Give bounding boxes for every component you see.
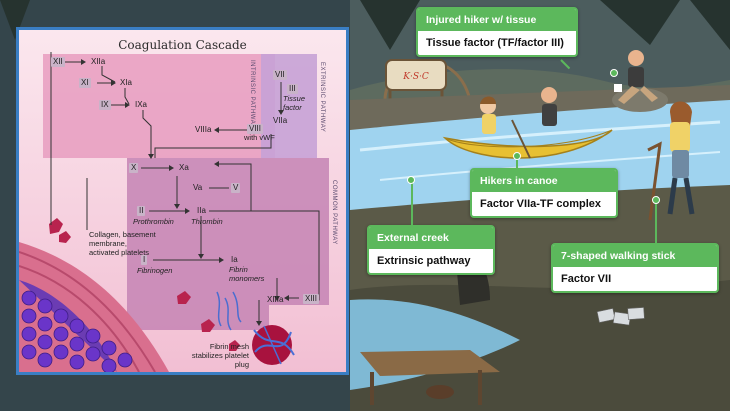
marker-pin[interactable] (513, 152, 521, 160)
fibrin-monomers-label: Fibrin monomers (229, 265, 265, 283)
factor-viii: VIII (247, 124, 264, 134)
beaver (426, 385, 454, 399)
factor-x: X (129, 163, 139, 173)
marker-pin[interactable] (652, 196, 660, 204)
callout-title: Injured hiker w/ tissue (418, 9, 576, 31)
tissue-factor-label: Tissue factor (283, 94, 306, 112)
leader-line (516, 152, 518, 168)
platelets (49, 218, 240, 351)
marker-pin[interactable] (610, 69, 618, 77)
factor-viia: VIIa (273, 116, 288, 125)
injured-hiker (612, 50, 668, 112)
coagulation-cascade-panel: Coagulation Cascade INTRINSIC PATHWAY EX… (16, 27, 349, 375)
factor-iia: IIa (197, 206, 206, 215)
endothelial-cells (21, 290, 133, 372)
factor-vii: VII (273, 70, 287, 80)
diagram-title: Coagulation Cascade (118, 38, 247, 52)
callout-walking-stick[interactable]: 7-shaped walking stick Factor VII (551, 243, 719, 293)
callout-title: External creek (369, 227, 493, 249)
callout-text: Factor VIIa-TF complex (480, 198, 602, 210)
factor-ia: Ia (231, 255, 238, 264)
cascade-arrows (50, 52, 320, 325)
callout-hikers-canoe[interactable]: Hikers in canoe Factor VIIa-TF complex (470, 168, 618, 218)
factor-iii: III (287, 84, 298, 94)
cards (596, 307, 645, 326)
callout-injured-hiker[interactable]: Injured hiker w/ tissue Tissue factor (T… (416, 7, 578, 57)
svg-text:K·S·C: K·S·C (402, 72, 429, 82)
intrinsic-region (43, 54, 275, 158)
leader-line (411, 180, 413, 225)
canoe-with-hikers (442, 87, 613, 159)
walking-hiker (647, 101, 695, 221)
factor-i: I (141, 255, 148, 265)
arrowheads (81, 59, 289, 326)
factor-xii: XII (51, 57, 65, 67)
factor-xi: XI (79, 78, 91, 88)
leader-line (655, 200, 657, 243)
extrinsic-region (261, 54, 317, 158)
cascade-diagram (19, 30, 346, 372)
camp-sign: K·S·C (383, 59, 472, 115)
factor-ix: IX (99, 100, 111, 110)
fibrinogen-label: Fibrinogen (137, 266, 173, 275)
factor-xiia: XIIa (91, 57, 106, 66)
factor-viiia: VIIIa (195, 125, 212, 134)
factor-xa: Xa (179, 163, 189, 172)
fibrin-strands (216, 291, 242, 331)
with-vwf-label: with vWF (244, 133, 275, 142)
thrombin-label: Thrombin (191, 217, 223, 226)
callout-text: Tissue factor (TF/factor III) (426, 37, 564, 49)
callout-external-creek[interactable]: External creek Extrinsic pathway (367, 225, 495, 275)
factor-va: Va (193, 183, 203, 192)
callout-text: Extrinsic pathway (377, 255, 471, 267)
extrinsic-pathway-label: EXTRINSIC PATHWAY (319, 62, 325, 133)
factor-xiiia: XIIIa (267, 295, 284, 304)
factor-ixa: IXa (135, 100, 148, 109)
callout-title: Hikers in canoe (472, 170, 616, 192)
factor-v: V (231, 183, 241, 193)
fibrin-clot (252, 325, 295, 365)
callout-title: 7-shaped walking stick (553, 245, 717, 267)
factor-xia: XIa (120, 78, 133, 87)
tree-silhouettes (0, 0, 730, 50)
common-pathway-label: COMMON PATHWAY (331, 180, 337, 245)
collagen-label: Collagen, basement membrane, activated p… (89, 230, 156, 257)
intrinsic-pathway-label: INTRINSIC PATHWAY (249, 60, 255, 129)
fibrin-mesh-label: Fibrin mesh stabilizes platelet plug (191, 342, 249, 369)
factor-ii: II (137, 206, 146, 216)
wooden-dock (360, 350, 500, 405)
marker-pin[interactable] (407, 176, 415, 184)
factor-xiii: XIII (303, 294, 320, 304)
prothrombin-label: Prothrombin (133, 217, 174, 226)
callout-text: Factor VII (561, 273, 612, 285)
